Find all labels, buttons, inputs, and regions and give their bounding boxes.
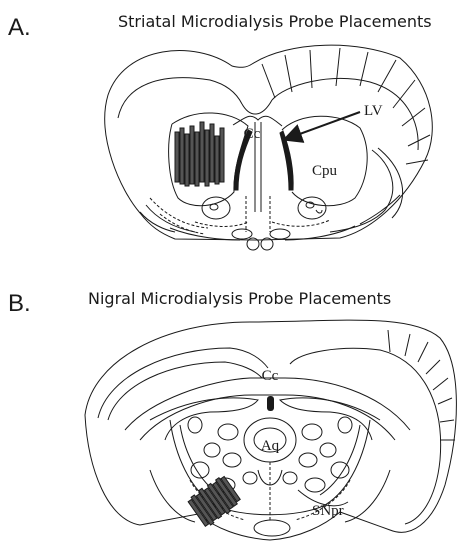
label-cc-b: Cc — [262, 368, 279, 384]
probe-placements-a — [175, 122, 224, 186]
label-lv: LV — [364, 103, 383, 119]
label-cc-a: Cc — [244, 126, 261, 142]
cc-marker-b — [267, 396, 274, 411]
label-aq: Aq — [261, 438, 280, 454]
label-cpu: Cpu — [312, 163, 338, 179]
label-snpr: SNpr — [312, 503, 344, 519]
brain-section-b — [85, 320, 456, 540]
brain-section-a — [105, 45, 433, 250]
